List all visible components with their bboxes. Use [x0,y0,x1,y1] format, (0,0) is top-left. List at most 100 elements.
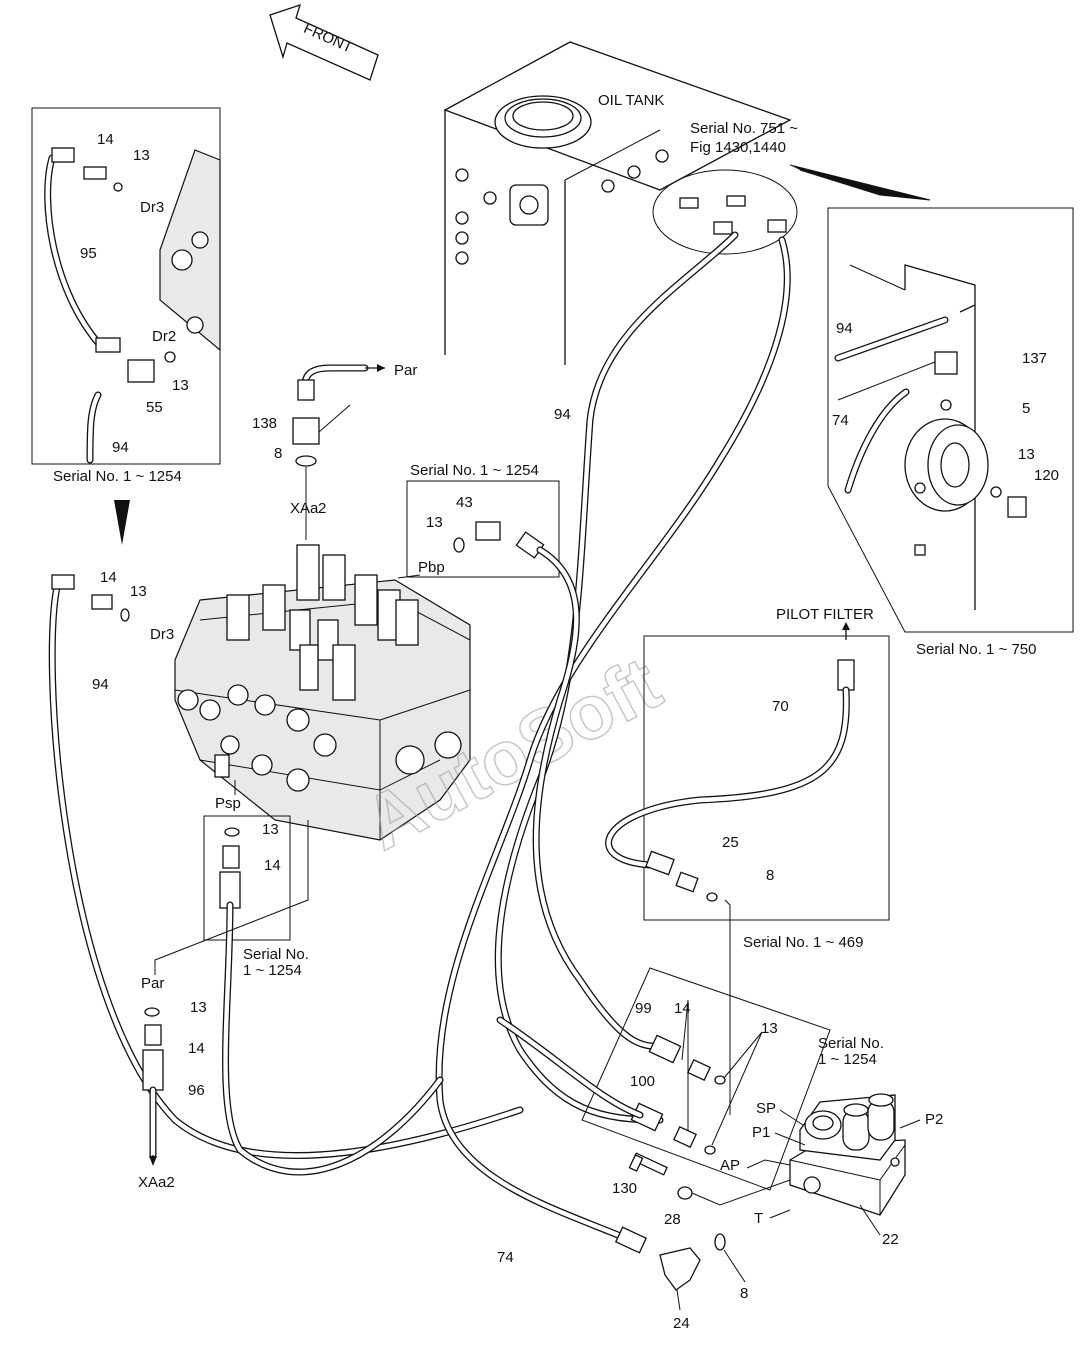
inset-right-bracket [837,264,989,610]
tank-detail-pointer [789,164,931,201]
label-74: 74 [497,1249,514,1266]
fitting-14-sol-a [687,1058,711,1082]
filter-box [643,635,890,921]
label-main-94-left: 94 [92,676,109,693]
elbow-main-dr3 [51,574,75,590]
oil-tank-label: OIL TANK [598,92,664,109]
inset-left-valve [159,149,221,352]
label-main-14: 14 [100,569,117,586]
label-r94: 94 [836,320,853,337]
tee-138 [292,417,320,445]
oring-5 [940,399,952,411]
serial-inset-right: Serial No. 1 ~ 750 [916,641,1037,658]
inset-oring-13 [113,182,123,192]
label-25: 25 [722,834,739,851]
hose-74-right [844,388,910,494]
serial-filter-box: Serial No. 1 ~ 469 [743,934,864,951]
label-par-13: 13 [190,999,207,1016]
tee-137 [934,351,958,375]
plug-120 [1007,496,1027,518]
serial-inset-left: Serial No. 1 ~ 1254 [53,468,182,485]
hose-end-96 [142,1049,164,1091]
label-inset-13: 13 [133,147,150,164]
label-psp: Psp [215,795,241,812]
label-par-14: 14 [188,1040,205,1057]
label-pbp: Pbp [418,559,445,576]
nut-28 [677,1186,693,1200]
label-70: 70 [772,698,789,715]
inset-fitting-14 [83,166,107,180]
oring-13-sol-b [704,1145,716,1155]
oil-tank: OIL TANK [443,41,792,365]
label-24: 24 [673,1315,690,1332]
inset-tee-55 [127,359,155,383]
label-13-pbp: 13 [426,514,443,531]
label-psp-13: 13 [262,821,279,838]
label-t: T [754,1210,763,1227]
front-arrow: FRONT [269,3,379,81]
label-inset-dr3: Dr3 [140,199,164,216]
serial-psp-box-2: 1 ~ 1254 [243,962,302,979]
label-xaa2-top: XAa [290,500,319,517]
label-inset-dr2: Dr2 [152,328,176,345]
label-99: 99 [635,1000,652,1017]
tank-detail-circle [652,169,798,255]
elbow-43 [475,521,501,541]
label-inset-13b: 13 [172,377,189,394]
label-inset-55: 55 [146,399,163,416]
serial-tank-detail-fig: Fig 1430,1440 [690,139,786,156]
label-s13: 13 [761,1020,778,1037]
label-inset-95: 95 [80,245,97,262]
fitting-14-main [91,594,113,610]
label-22: 22 [882,1231,899,1248]
oring-13-pbp [453,537,465,553]
label-par-top: Par [394,362,417,379]
inset-left-pointer [114,500,130,545]
label-p2: P2 [925,1111,943,1128]
label-s14: 14 [674,1000,691,1017]
label-8-top: 8 [274,445,282,462]
oring-8-filter [706,892,718,902]
label-r120: 120 [1034,467,1059,484]
hose-end-74 [614,1226,648,1254]
oring-13-par [144,1007,160,1017]
fitting-14-sol-b [673,1125,697,1149]
oring-8-top [295,455,317,467]
fitting-25 [675,871,699,893]
inset-right-frame [827,207,1074,633]
elbow-24 [659,1247,701,1291]
label-psp-14: 14 [264,857,281,874]
fitting-14-par [144,1024,162,1046]
label-main-94-center: 94 [554,406,571,423]
label-130: 130 [612,1180,637,1197]
label-xaa2-bottom: XAa2 [138,1174,175,1191]
oring-13-right [990,486,1002,498]
label-sp: SP [756,1100,776,1117]
label-r5: 5 [1022,400,1030,417]
label-100: 100 [630,1073,655,1090]
label-r74: 74 [832,412,849,429]
inset-elbow-top [51,147,75,163]
inset-hose-end [95,337,121,353]
label-96: 96 [188,1082,205,1099]
psp-box [203,815,291,941]
hose-end-99 [648,1034,682,1064]
label-r13: 13 [1018,446,1035,463]
label-138: 138 [252,415,277,432]
oring-13-psp [224,827,240,837]
inset-oring-13b [164,351,176,363]
serial-tank-detail: Serial No. 751 ~ [690,120,798,137]
solenoid-valve-22 [789,1093,906,1216]
oring-8-bottom [714,1233,726,1251]
control-valve [174,544,471,841]
label-inset-14: 14 [97,131,114,148]
solenoid-box [581,967,831,1191]
label-inset-94: 94 [112,439,129,456]
serial-solenoid-1: Serial No. [818,1035,884,1052]
oring-13-main [120,608,130,622]
label-r137: 137 [1022,350,1047,367]
label-43: 43 [456,494,473,511]
hose-end-70 [645,850,675,876]
label-xaa2-top-sub: 2 [318,500,326,517]
